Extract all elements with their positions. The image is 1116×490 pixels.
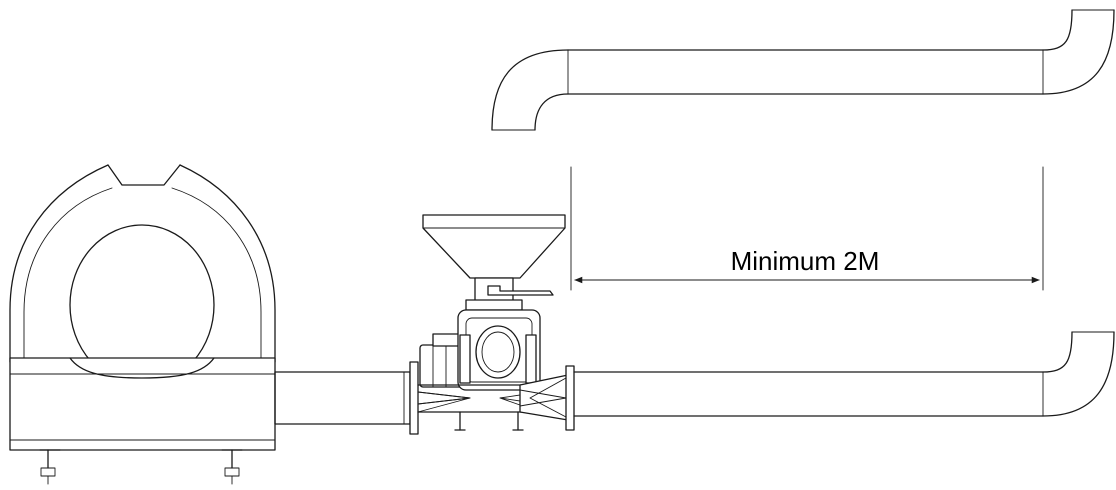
upper-duct bbox=[491, 9, 1115, 131]
blower-base bbox=[9, 357, 276, 451]
blower-unit bbox=[9, 164, 276, 485]
dimension-label: Minimum 2M bbox=[731, 246, 880, 276]
blower-foot-left bbox=[39, 449, 61, 485]
minimum-distance-dimension: Minimum 2M bbox=[570, 166, 1044, 291]
feeder-rotor bbox=[475, 325, 521, 379]
lower-right-elbow bbox=[1042, 331, 1073, 373]
lower-duct bbox=[519, 331, 1115, 431]
feeder-slide-gate bbox=[487, 285, 554, 296]
outlet-pipe bbox=[274, 361, 419, 435]
feeder-hopper bbox=[422, 214, 566, 279]
blower-foot-right bbox=[221, 449, 243, 485]
upper-left-elbow bbox=[491, 49, 569, 131]
rotary-feeder bbox=[417, 214, 566, 431]
upper-right-elbow bbox=[1042, 9, 1073, 51]
